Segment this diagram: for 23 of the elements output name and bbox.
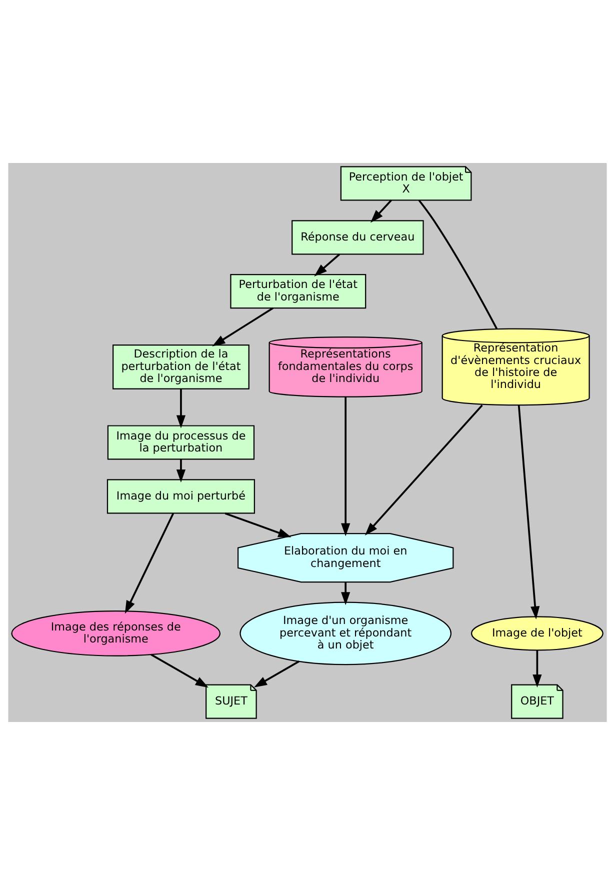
arrow: [518, 404, 540, 619]
arrow: [532, 650, 542, 688]
connector: [418, 199, 498, 329]
arrow: [341, 396, 350, 536]
node-box: Image du processus de la perturbation: [107, 424, 255, 460]
arrow: [254, 660, 300, 687]
arrow: [364, 404, 483, 535]
node-box: Description de la perturbation de l'état de l'organisme: [112, 344, 250, 389]
arrow: [150, 653, 208, 688]
arrow: [124, 512, 174, 614]
arrow: [341, 582, 350, 605]
arrow: [370, 199, 392, 222]
arrow: [224, 512, 292, 537]
node-ellipse: Image des réponses de l'organisme: [11, 610, 221, 656]
node-box: Perturbation de l'état de l'organisme: [230, 274, 366, 308]
node-ellipse: Image d'un organisme percevant et répondant à un objet: [240, 601, 452, 665]
node-box: Image du moi perturbé: [106, 478, 255, 514]
arrow: [176, 388, 186, 428]
arrow: [314, 253, 340, 276]
node-ellipse: Image de l'objet: [470, 616, 604, 650]
node-box: Réponse du cerveau: [292, 220, 424, 254]
arrow: [176, 458, 186, 482]
arrow: [212, 306, 274, 346]
